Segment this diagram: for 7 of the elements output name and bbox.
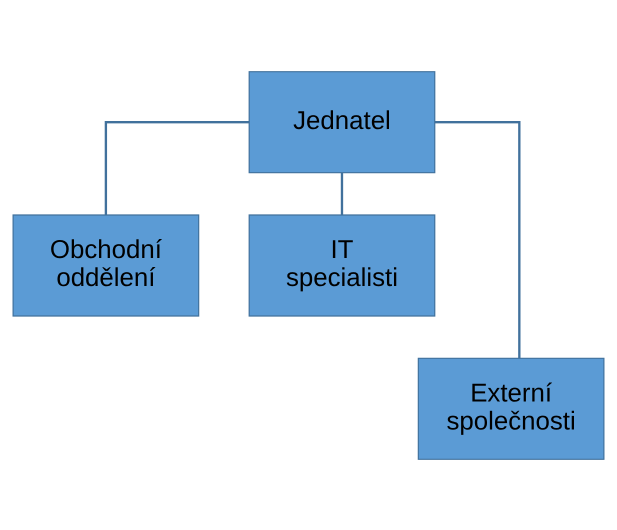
node-box: Obchodní oddělení: [12, 214, 200, 316]
connector: [434, 120, 520, 358]
node-box: Externí společnosti: [418, 357, 604, 460]
node-box: Jednatel: [248, 70, 436, 173]
connector: [104, 120, 249, 214]
node-box: IT specialisti: [248, 214, 436, 316]
connector: [340, 172, 344, 214]
